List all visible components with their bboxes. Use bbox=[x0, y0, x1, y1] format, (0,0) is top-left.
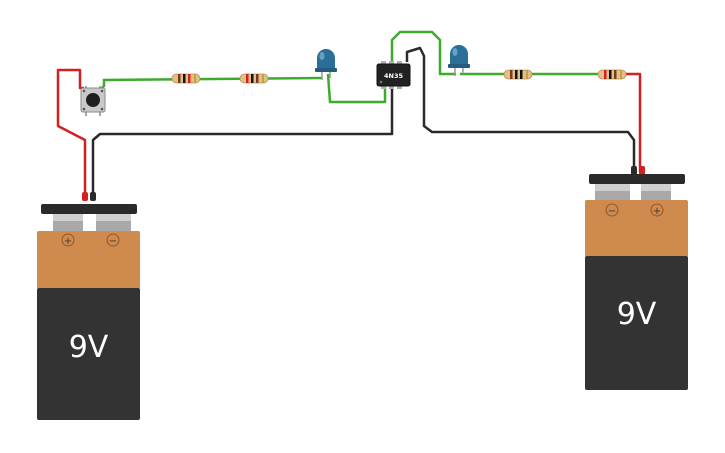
resistor-icon[interactable] bbox=[503, 69, 533, 80]
wire-green-left-top[interactable] bbox=[97, 76, 323, 93]
wire-red-right[interactable] bbox=[626, 72, 642, 172]
push-button-icon[interactable] bbox=[80, 86, 106, 116]
wire-green-led-to-chip[interactable] bbox=[326, 73, 387, 104]
battery-voltage-label: 9V bbox=[69, 330, 109, 365]
battery-cap bbox=[589, 174, 685, 184]
battery-voltage-label: 9V bbox=[617, 297, 657, 332]
led-icon[interactable] bbox=[448, 45, 470, 76]
battery-cap bbox=[41, 204, 137, 214]
led-icon[interactable] bbox=[315, 49, 337, 80]
resistor-icon[interactable] bbox=[239, 73, 269, 84]
battery-body bbox=[37, 288, 140, 420]
battery-left[interactable]: + − 9V bbox=[37, 192, 140, 420]
battery-minus-sign: − bbox=[109, 236, 117, 247]
chip-label: 4N35 bbox=[384, 72, 403, 80]
battery-plus-sign: + bbox=[64, 236, 72, 247]
wire-black-left[interactable] bbox=[91, 80, 394, 198]
wire-green-chip-to-led[interactable] bbox=[390, 30, 456, 76]
battery-minus-sign: − bbox=[608, 206, 616, 217]
wire-red-left[interactable] bbox=[56, 68, 87, 196]
resistor-icon[interactable] bbox=[597, 69, 627, 80]
wire-black-right[interactable] bbox=[405, 46, 636, 172]
optocoupler-chip-icon[interactable]: 4N35 bbox=[376, 61, 411, 89]
battery-body bbox=[585, 256, 688, 390]
resistor-icon[interactable] bbox=[171, 73, 201, 84]
battery-right[interactable]: − + 9V bbox=[585, 166, 688, 390]
battery-plus-sign: + bbox=[653, 206, 661, 217]
